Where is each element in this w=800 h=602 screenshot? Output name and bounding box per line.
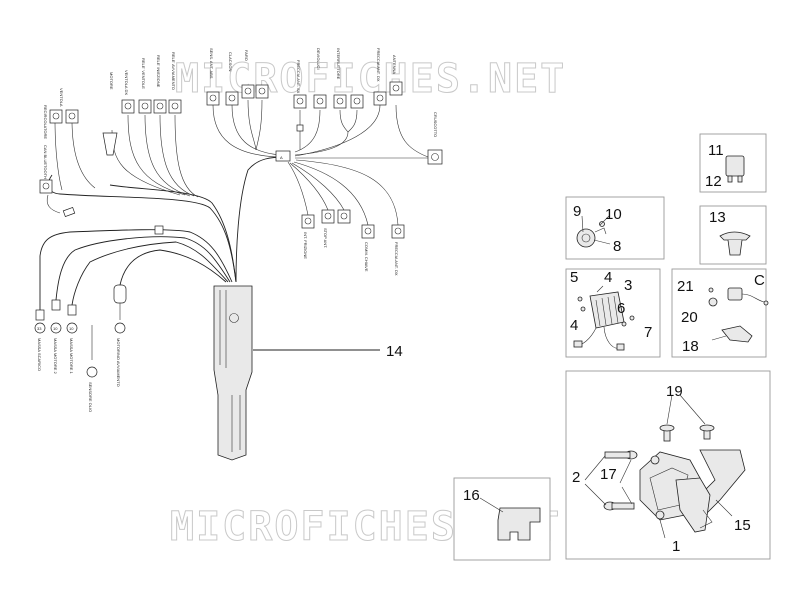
connectors-top-row: RECIRCOLATORE VENTOLA MOTORE VENTOLA DX … [39, 48, 443, 194]
callout-6: 6 [617, 300, 625, 317]
svg-text:INT. FRIZIONE: INT. FRIZIONE [303, 232, 308, 259]
svg-text:RELE' VENTOLE: RELE' VENTOLE [141, 58, 146, 89]
svg-text:VENTOLA DX: VENTOLA DX [124, 70, 129, 95]
callout-10: 10 [605, 206, 622, 223]
callout-18: 18 [682, 338, 699, 355]
callout-5: 5 [570, 269, 578, 286]
connector-ventola: VENTOLA [59, 88, 79, 124]
callout-20: 20 [681, 309, 698, 326]
svg-text:RELE' AVVIAMENTO: RELE' AVVIAMENTO [171, 52, 176, 90]
svg-text:CAN BLUETOOTH: CAN BLUETOOTH [43, 145, 48, 179]
connectors-lower: INT. FRIZIONE STOP ANT. COMM. CHIAVE FRE… [301, 209, 405, 276]
callout-1: 1 [672, 538, 680, 555]
callout-4a: 4 [604, 269, 612, 286]
regulator-part-3 [573, 285, 635, 351]
svg-text:FRECCIA ANT. DX: FRECCIA ANT. DX [394, 242, 399, 276]
callout-13: 13 [709, 209, 726, 226]
svg-text:MASSA SCARICO: MASSA SCARICO [37, 338, 42, 371]
svg-text:FARO: FARO [244, 50, 249, 61]
svg-text:STOP ANT.: STOP ANT. [323, 228, 328, 248]
svg-text:MASSA MOTORE 1: MASSA MOTORE 1 [69, 338, 74, 374]
junction-a: A [62, 124, 304, 235]
callout-numbers: 1 2 3 4 4 5 6 7 8 9 10 11 12 13 14 15 16… [386, 142, 765, 555]
svg-text:A: A [280, 155, 283, 160]
relay-part-11 [725, 155, 745, 183]
svg-text:FRECCIA ANT. SX: FRECCIA ANT. SX [296, 60, 301, 94]
bracket-part-16 [479, 497, 541, 541]
callout-8: 8 [613, 238, 621, 255]
callout-21: 21 [677, 278, 694, 295]
svg-text:CRUSCOTTO: CRUSCOTTO [433, 112, 438, 137]
clip-part-13 [719, 231, 751, 256]
svg-text:FRECCIA ANT. DX: FRECCIA ANT. DX [376, 48, 381, 82]
horn-part-8 [576, 215, 611, 248]
harness-body-14 [213, 285, 380, 461]
watermark-top: MICROFICHES.NET [175, 56, 566, 102]
callout-7: 7 [644, 324, 652, 341]
callout-3: 3 [624, 277, 632, 294]
svg-text:COMM. CHIAVE: COMM. CHIAVE [364, 242, 369, 272]
svg-text:DEVIOLUCI: DEVIOLUCI [316, 48, 321, 70]
svg-text:SENSORE OLIO: SENSORE OLIO [88, 382, 93, 412]
callout-11: 11 [708, 142, 724, 159]
svg-text:ANTENNA: ANTENNA [392, 55, 397, 74]
callout-c: C [754, 272, 765, 289]
svg-text:RELE' INIEZIONE: RELE' INIEZIONE [156, 55, 161, 88]
svg-text:10: 10 [53, 326, 58, 331]
svg-text:RECIRCOLATORE: RECIRCOLATORE [43, 105, 48, 139]
svg-text:CLACSON: CLACSON [228, 52, 233, 71]
svg-text:MOTORINO AVVIAMENTO: MOTORINO AVVIAMENTO [116, 338, 121, 387]
ecu-part-1 [584, 394, 746, 539]
callout-4b: 4 [570, 317, 578, 334]
callout-17: 17 [600, 466, 617, 483]
box-parts-18-20-21 [671, 268, 767, 358]
callout-12: 12 [705, 173, 722, 190]
svg-text:VENTOLA: VENTOLA [59, 88, 64, 107]
callout-19: 19 [666, 383, 683, 400]
callout-14: 14 [386, 343, 403, 360]
sensor-part-18 [708, 287, 769, 343]
svg-text:INTERRUTTORE: INTERRUTTORE [336, 48, 341, 80]
svg-text:33: 33 [37, 326, 42, 331]
callout-2: 2 [572, 469, 580, 486]
svg-text:10: 10 [69, 326, 74, 331]
svg-text:MOTORE: MOTORE [109, 72, 114, 90]
wiring-harness [39, 99, 429, 310]
callout-9: 9 [573, 203, 581, 220]
callout-15: 15 [734, 517, 751, 534]
box-parts-8-9-10 [565, 196, 665, 260]
connectors-ground: 33 MASSA SCARICO 10 MASSA MOTORE 2 10 MA… [34, 284, 127, 412]
connector-recircolatore: RECIRCOLATORE [43, 105, 63, 139]
callout-16: 16 [463, 487, 480, 504]
connector-motore [102, 132, 118, 156]
svg-text:MASSA MOTORE 2: MASSA MOTORE 2 [53, 338, 58, 374]
svg-text:SENS. ANT. ABS: SENS. ANT. ABS [209, 48, 214, 79]
